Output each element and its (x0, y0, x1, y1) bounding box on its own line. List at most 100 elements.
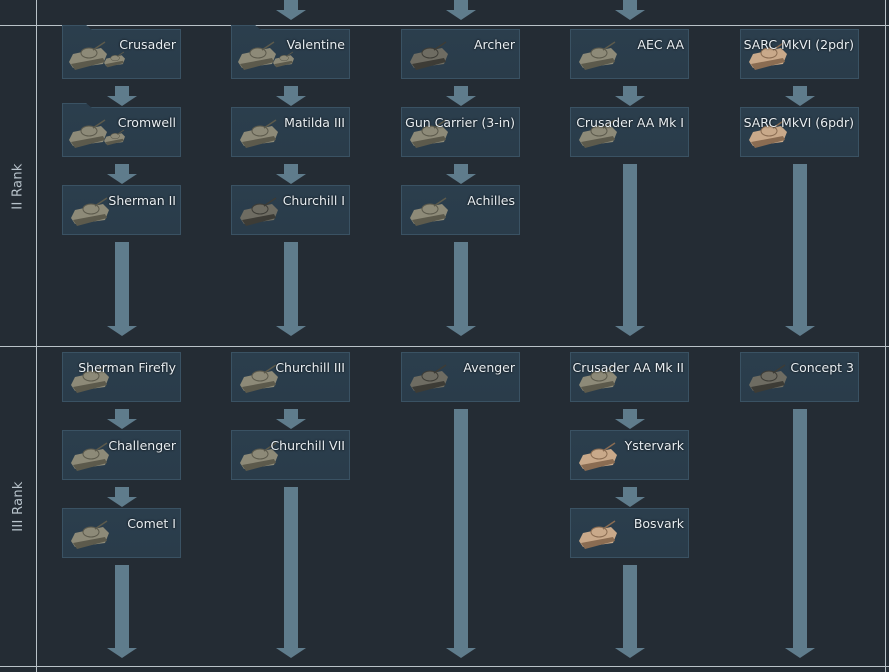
vehicle-card[interactable]: SARC MkVI (2pdr) (740, 29, 859, 79)
arrow-head (107, 419, 137, 429)
rank-divider-top (0, 25, 889, 26)
vehicle-group-card[interactable]: Cromwell (62, 107, 181, 157)
research-arrow (107, 565, 137, 658)
arrow-shaft (454, 164, 468, 174)
tank-icon (236, 196, 282, 230)
rank-label-ii: II Rank (0, 26, 36, 346)
vehicle-name: Sherman Firefly (78, 360, 176, 375)
vehicle-name: Crusader AA Mk II (572, 360, 685, 375)
vehicle-name: Concept 3 (790, 360, 854, 375)
arrow-head (615, 419, 645, 429)
vehicle-name: Bosvark (633, 516, 684, 531)
arrow-shaft (115, 242, 129, 326)
arrow-shaft (623, 86, 637, 96)
vehicle-name: Churchill I (282, 193, 345, 208)
vehicle-name: Crusader (119, 37, 176, 52)
vehicle-card[interactable]: Matilda III (231, 107, 350, 157)
armored-car-icon (745, 40, 791, 74)
spaa-icon (575, 40, 621, 74)
arrow-head (107, 96, 137, 106)
spaa-icon (575, 118, 621, 152)
tank-group-icon (236, 40, 298, 74)
tank-icon (745, 363, 791, 397)
research-arrow (276, 409, 306, 429)
vehicle-card[interactable]: Ystervark (570, 430, 689, 480)
tank-icon (236, 441, 282, 475)
arrow-shaft (115, 86, 129, 96)
vehicle-card[interactable]: Churchill I (231, 185, 350, 235)
vehicle-name: SARC MkVI (6pdr) (743, 115, 854, 130)
vehicle-card[interactable]: Avenger (401, 352, 520, 402)
rank-label-iii: III Rank (0, 347, 36, 666)
vehicle-card[interactable]: Churchill III (231, 352, 350, 402)
research-arrow (785, 86, 815, 106)
arrow-shaft (284, 487, 298, 648)
vehicle-name: Comet I (127, 516, 176, 531)
arrow-head (276, 96, 306, 106)
arrow-head (446, 174, 476, 184)
arrow-head (276, 419, 306, 429)
vehicle-name: Sherman II (108, 193, 176, 208)
vehicle-card[interactable]: Gun Carrier (3-in) (401, 107, 520, 157)
tank-icon (236, 363, 282, 397)
vehicle-card[interactable]: SARC MkVI (6pdr) (740, 107, 859, 157)
arrow-head (785, 96, 815, 106)
arrow-from-rank-i (615, 0, 645, 20)
arrow-shaft (284, 86, 298, 96)
spaa-truck-icon (575, 519, 621, 553)
vehicle-name: Avenger (463, 360, 515, 375)
vehicle-card[interactable]: Crusader AA Mk I (570, 107, 689, 157)
vehicle-name: Churchill VII (270, 438, 345, 453)
spaa-icon (575, 363, 621, 397)
rank-divider-bottom (0, 666, 889, 667)
arrow-head (785, 648, 815, 658)
research-arrow (107, 409, 137, 429)
research-arrow (276, 242, 306, 336)
vehicle-name: Churchill III (275, 360, 345, 375)
arrow-head (276, 648, 306, 658)
tank-icon (67, 196, 113, 230)
rank-column-divider (36, 0, 37, 672)
vehicle-card[interactable]: AEC AA (570, 29, 689, 79)
vehicle-card[interactable]: Concept 3 (740, 352, 859, 402)
vehicle-name: Ystervark (624, 438, 684, 453)
tank-icon (406, 363, 452, 397)
tree-right-border (885, 0, 886, 672)
arrow-shaft (793, 164, 807, 326)
vehicle-card[interactable]: Achilles (401, 185, 520, 235)
arrow-head (107, 648, 137, 658)
vehicle-card[interactable]: Challenger (62, 430, 181, 480)
research-arrow (446, 164, 476, 184)
spaa-truck-icon (575, 441, 621, 475)
vehicle-card[interactable]: Archer (401, 29, 520, 79)
arrow-head (107, 497, 137, 507)
vehicle-card[interactable]: Churchill VII (231, 430, 350, 480)
tank-destroyer-icon (406, 40, 452, 74)
research-arrow (615, 86, 645, 106)
tank-group-icon (67, 40, 129, 74)
rank-divider-middle (0, 346, 889, 347)
arrow-from-rank-i (276, 0, 306, 20)
vehicle-group-card[interactable]: Crusader (62, 29, 181, 79)
vehicle-card[interactable]: Comet I (62, 508, 181, 558)
arrow-head (276, 326, 306, 336)
arrow-shaft (115, 164, 129, 174)
vehicle-group-card[interactable]: Valentine (231, 29, 350, 79)
arrow-shaft (284, 409, 298, 419)
research-arrow (446, 409, 476, 658)
research-arrow (446, 86, 476, 106)
vehicle-card[interactable]: Sherman Firefly (62, 352, 181, 402)
tank-destroyer-icon (406, 118, 452, 152)
vehicle-name: Challenger (108, 438, 176, 453)
vehicle-name: Valentine (286, 37, 345, 52)
vehicle-card[interactable]: Sherman II (62, 185, 181, 235)
vehicle-card[interactable]: Bosvark (570, 508, 689, 558)
arrow-shaft (454, 409, 468, 648)
arrow-shaft (623, 487, 637, 497)
armored-car-icon (745, 118, 791, 152)
arrow-shaft (454, 86, 468, 96)
vehicle-card[interactable]: Crusader AA Mk II (570, 352, 689, 402)
research-arrow (446, 242, 476, 336)
arrow-shaft (793, 409, 807, 648)
research-arrow (615, 409, 645, 429)
